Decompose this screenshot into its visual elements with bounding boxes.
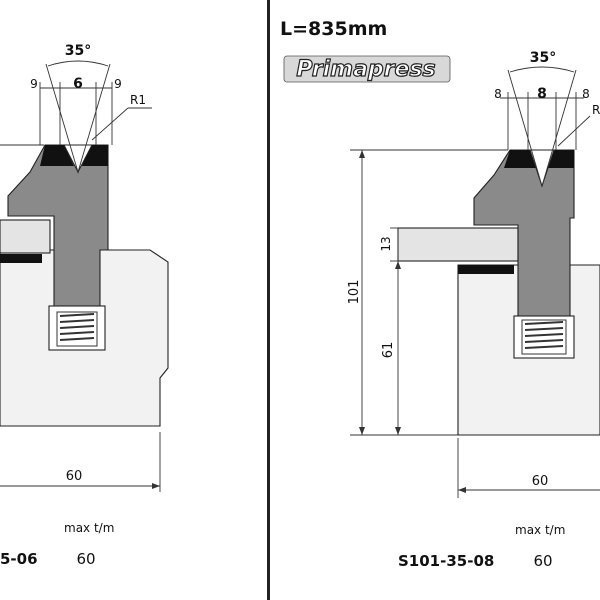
right-angle-arc: [509, 66, 575, 73]
left-angle-label: 35°: [65, 43, 91, 59]
left-panel: 35° 9 6 9 R1 60 5-06 max t/m 60: [0, 43, 169, 568]
right-width-dims: [500, 92, 584, 150]
left-model-code: 5-06: [0, 550, 38, 568]
right-height-total: 101: [347, 280, 362, 305]
left-spring-coils: [59, 313, 95, 341]
left-max-tm-label: max t/m: [64, 521, 114, 535]
right-holder-bar: [397, 227, 519, 262]
right-height-dims: [350, 149, 508, 436]
left-width-dims: [39, 82, 113, 145]
left-dim-6: 6: [73, 76, 83, 92]
right-max-tm-value: 60: [533, 552, 552, 570]
right-die-tip-left: [504, 150, 538, 168]
left-holder-bar: [0, 219, 51, 254]
left-base-width: 60: [66, 469, 83, 484]
right-v-groove: [529, 149, 555, 188]
left-pad: [0, 254, 42, 263]
brand-logo-text: Primapress: [296, 57, 435, 82]
left-dim-9-left: 9: [30, 77, 38, 91]
right-radius-label: R: [592, 103, 600, 117]
right-spring-coils: [524, 321, 564, 349]
right-model-code: S101-35-08: [398, 552, 494, 570]
left-v-groove: [63, 144, 93, 174]
right-angle-leader-l: [507, 69, 543, 187]
left-spring: [56, 311, 98, 347]
left-angle-leader-l: [45, 63, 79, 173]
right-dim-8-right: 8: [582, 87, 590, 101]
right-radius-leader: [557, 115, 591, 147]
right-angle-label: 35°: [530, 50, 556, 66]
left-max-tm-value: 60: [76, 550, 95, 568]
right-pad: [458, 265, 514, 274]
left-angle-leader-r: [77, 63, 111, 173]
right-height-base: 61: [381, 342, 396, 359]
left-dim-9-right: 9: [114, 77, 122, 91]
panel-divider: [267, 0, 270, 600]
right-height-step: 13: [379, 236, 393, 251]
right-spring: [521, 319, 567, 355]
right-dim-8-center: 8: [537, 86, 547, 102]
right-base-arrow: [458, 487, 466, 493]
right-angle-leader-r: [541, 69, 577, 187]
left-base-arrow: [152, 483, 160, 489]
right-dim-8-left: 8: [494, 87, 502, 101]
left-angle-arc: [47, 60, 109, 67]
left-die-tip-left: [40, 145, 74, 166]
right-max-tm-label: max t/m: [515, 523, 565, 537]
right-panel: L=835mm Primapress 35°: [280, 18, 600, 570]
right-base-width: 60: [532, 474, 549, 489]
length-title: L=835mm: [280, 18, 387, 40]
left-radius-label: R1: [130, 93, 146, 107]
brand-logo: Primapress: [283, 55, 451, 83]
left-radius-leader: [91, 107, 129, 141]
